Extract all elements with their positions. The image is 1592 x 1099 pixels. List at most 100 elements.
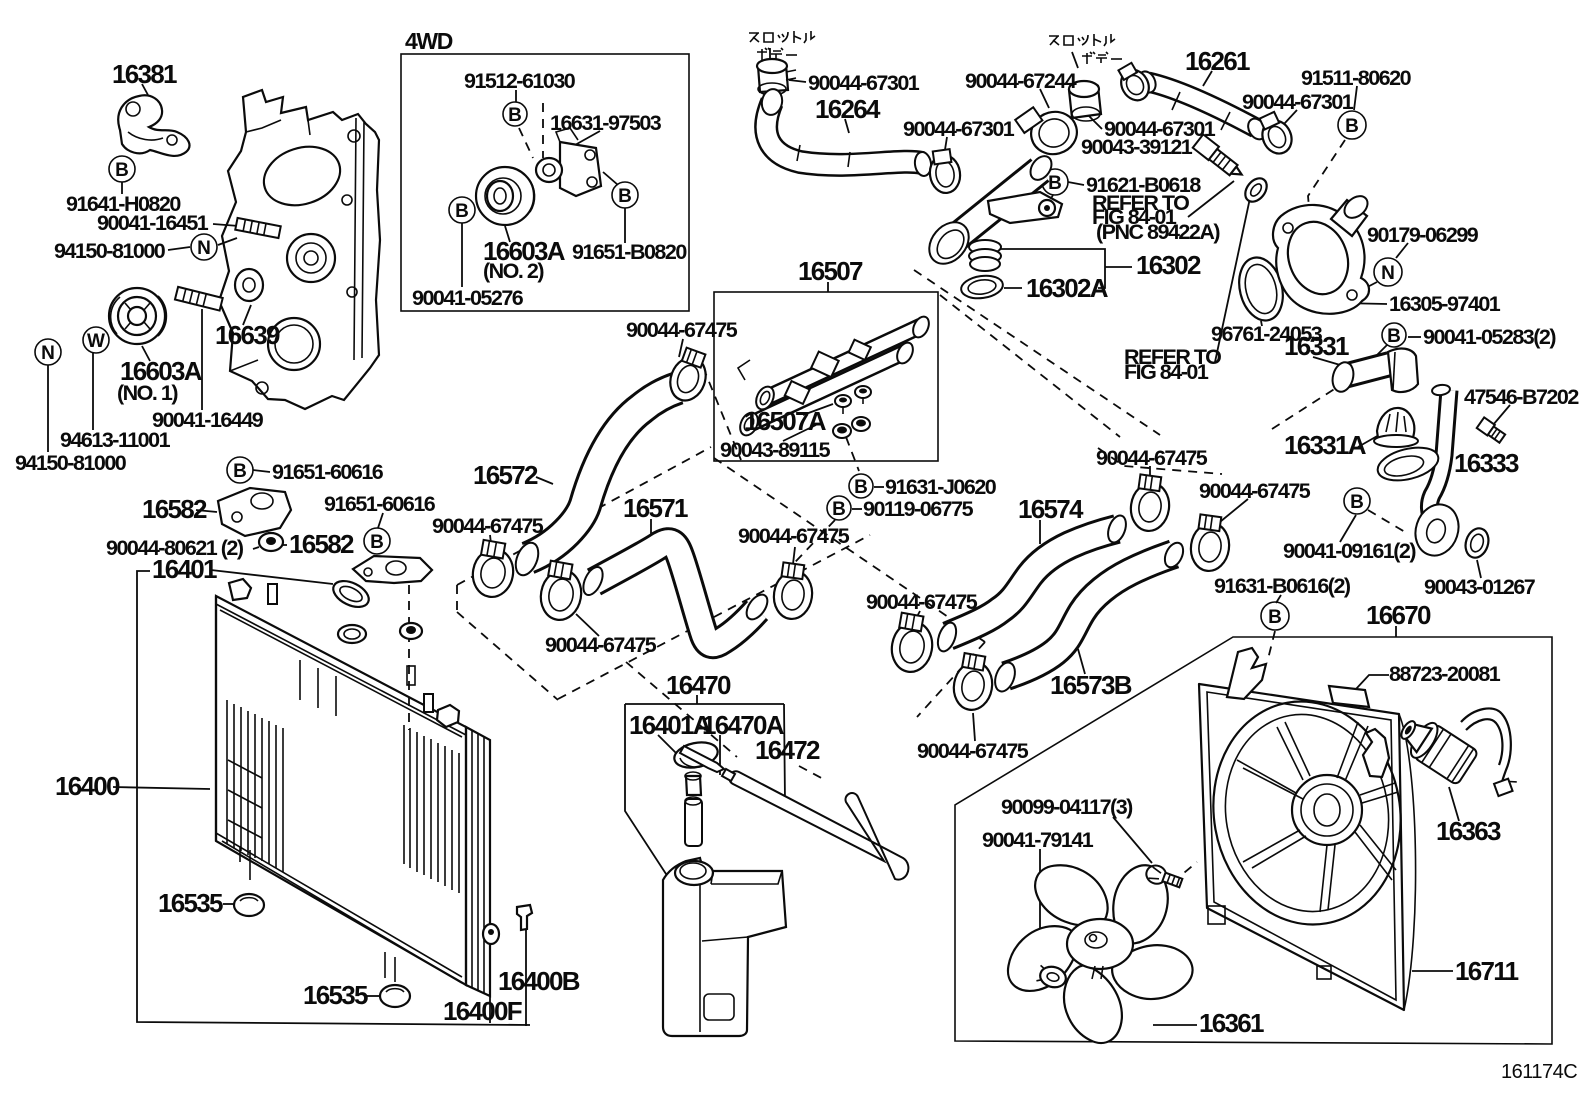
svg-text:90044-67301: 90044-67301 <box>808 71 920 95</box>
svg-text:96761-24053: 96761-24053 <box>1211 322 1323 346</box>
svg-text:90044-67475: 90044-67475 <box>866 590 978 614</box>
svg-text:16711: 16711 <box>1455 956 1519 986</box>
svg-text:16507A: 16507A <box>744 406 827 436</box>
svg-text:90043-39121: 90043-39121 <box>1081 135 1193 159</box>
svg-text:16472: 16472 <box>755 735 820 765</box>
svg-text:N: N <box>1381 263 1395 284</box>
svg-text:B: B <box>1268 607 1282 628</box>
svg-text:90041-05283(2): 90041-05283(2) <box>1423 325 1556 349</box>
svg-text:16571: 16571 <box>623 493 688 523</box>
svg-text:16535: 16535 <box>158 888 223 918</box>
svg-text:16331A: 16331A <box>1284 430 1367 460</box>
svg-text:90044-67301: 90044-67301 <box>1242 90 1354 114</box>
svg-text:16331: 16331 <box>1284 331 1349 361</box>
svg-text:B: B <box>370 532 384 553</box>
svg-text:(NO. 2): (NO. 2) <box>483 259 544 283</box>
svg-text:16333: 16333 <box>1454 448 1519 478</box>
svg-text:B: B <box>854 477 868 498</box>
svg-text:90044-67244: 90044-67244 <box>965 69 1077 93</box>
svg-text:90179-06299: 90179-06299 <box>1367 223 1479 247</box>
svg-text:B: B <box>618 186 632 207</box>
svg-text:FIG 84-01: FIG 84-01 <box>1092 205 1177 229</box>
svg-text:161174C: 161174C <box>1501 1061 1577 1083</box>
svg-text:16401A: 16401A <box>629 710 712 740</box>
svg-text:16363: 16363 <box>1436 816 1501 846</box>
svg-text:N: N <box>197 238 211 259</box>
svg-text:B: B <box>1387 326 1401 347</box>
svg-text:90044-67475: 90044-67475 <box>738 524 850 548</box>
svg-text:16573B: 16573B <box>1050 670 1132 700</box>
svg-text:94613-11001: 94613-11001 <box>60 428 171 452</box>
svg-text:91631-B0616(2): 91631-B0616(2) <box>1214 574 1351 598</box>
svg-text:90041-16449: 90041-16449 <box>152 408 264 432</box>
svg-text:16603A: 16603A <box>483 236 566 266</box>
svg-text:90044-67301: 90044-67301 <box>1104 117 1216 141</box>
svg-text:16582: 16582 <box>142 494 207 524</box>
svg-text:16631-97503: 16631-97503 <box>550 111 662 135</box>
svg-text:91651-60616: 91651-60616 <box>272 460 384 484</box>
svg-text:16361: 16361 <box>1199 1008 1264 1038</box>
svg-text:16302: 16302 <box>1136 250 1201 280</box>
svg-text:16305-97401: 16305-97401 <box>1389 292 1501 316</box>
svg-text:REFER TO: REFER TO <box>1124 345 1221 369</box>
svg-text:16572: 16572 <box>473 460 538 490</box>
svg-text:16264: 16264 <box>815 94 881 124</box>
svg-text:16261: 16261 <box>1185 46 1250 76</box>
svg-text:(PNC 89422A): (PNC 89422A) <box>1096 220 1220 244</box>
svg-text:16302A: 16302A <box>1026 273 1109 303</box>
svg-text:90041-09161(2): 90041-09161(2) <box>1283 539 1416 563</box>
svg-text:91651-60616: 91651-60616 <box>324 492 436 516</box>
svg-text:90044-67475: 90044-67475 <box>626 318 738 342</box>
svg-text:91631-J0620: 91631-J0620 <box>885 475 997 499</box>
svg-text:16603A: 16603A <box>120 356 203 386</box>
svg-text:16400: 16400 <box>55 771 120 801</box>
svg-text:90119-06775: 90119-06775 <box>863 497 974 521</box>
svg-text:16400F: 16400F <box>443 996 522 1026</box>
svg-text:N: N <box>41 343 55 364</box>
svg-text:B: B <box>455 201 469 222</box>
svg-text:B: B <box>1048 173 1062 194</box>
svg-text:16574: 16574 <box>1018 494 1084 524</box>
svg-text:B: B <box>1345 116 1359 137</box>
svg-text:B: B <box>1350 492 1364 513</box>
svg-text:16381: 16381 <box>112 59 177 89</box>
svg-text:16507: 16507 <box>798 256 863 286</box>
svg-text:90044-67301: 90044-67301 <box>903 117 1015 141</box>
svg-text:B: B <box>832 499 846 520</box>
svg-text:91511-80620: 91511-80620 <box>1301 66 1412 90</box>
svg-text:94150-81000: 94150-81000 <box>54 239 166 263</box>
svg-text:90044-67475: 90044-67475 <box>1199 479 1311 503</box>
svg-text:91641-H0820: 91641-H0820 <box>66 192 181 216</box>
svg-text:90041-05276: 90041-05276 <box>412 286 524 310</box>
svg-text:90043-89115: 90043-89115 <box>720 438 831 462</box>
svg-text:W: W <box>87 331 105 352</box>
svg-text:B: B <box>115 160 129 181</box>
svg-text:4WD: 4WD <box>405 28 453 54</box>
svg-text:90044-67475: 90044-67475 <box>545 633 657 657</box>
svg-text:16400B: 16400B <box>498 966 580 996</box>
svg-text:16401: 16401 <box>152 554 217 584</box>
svg-text:47546-B7202: 47546-B7202 <box>1464 385 1579 409</box>
svg-text:(NO. 1): (NO. 1) <box>117 381 178 405</box>
svg-text:90044-67475: 90044-67475 <box>917 739 1029 763</box>
svg-text:91512-61030: 91512-61030 <box>464 69 576 93</box>
svg-text:90044-80621 (2): 90044-80621 (2) <box>106 536 244 560</box>
svg-text:90041-79141: 90041-79141 <box>982 828 1094 852</box>
svg-text:90043-01267: 90043-01267 <box>1424 575 1536 599</box>
svg-text:16470A: 16470A <box>702 710 785 740</box>
svg-text:90099-04117(3): 90099-04117(3) <box>1001 795 1133 819</box>
svg-text:94150-81000: 94150-81000 <box>15 451 127 475</box>
svg-text:90041-16451: 90041-16451 <box>97 211 209 235</box>
svg-text:B: B <box>508 105 522 126</box>
svg-text:B: B <box>233 461 247 482</box>
svg-text:16470: 16470 <box>666 670 731 700</box>
svg-text:91651-B0820: 91651-B0820 <box>572 240 687 264</box>
svg-text:91621-B0618: 91621-B0618 <box>1086 173 1201 197</box>
svg-text:88723-20081: 88723-20081 <box>1389 662 1501 686</box>
svg-text:16639: 16639 <box>215 320 280 350</box>
svg-text:16535: 16535 <box>303 980 368 1010</box>
svg-text:90044-67475: 90044-67475 <box>432 514 544 538</box>
svg-text:FIG 84-01: FIG 84-01 <box>1124 360 1209 384</box>
svg-text:REFER TO: REFER TO <box>1092 191 1189 215</box>
svg-text:90044-67475: 90044-67475 <box>1096 446 1208 470</box>
